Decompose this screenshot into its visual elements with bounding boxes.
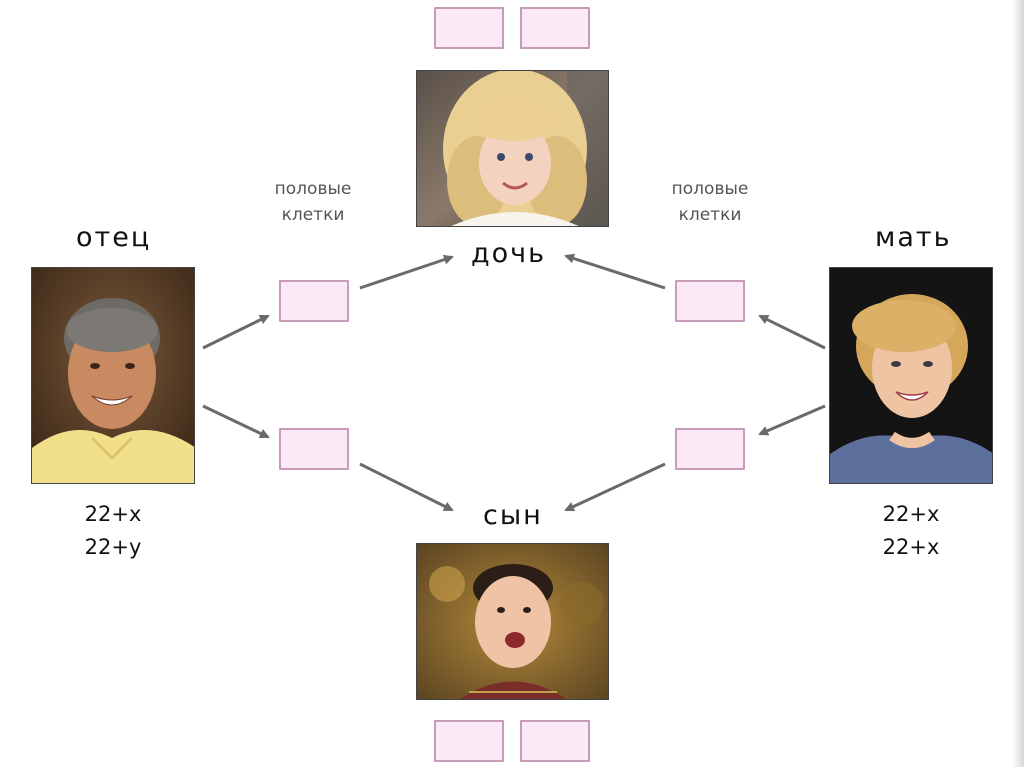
gametes-note-left: половые клетки [253, 176, 373, 228]
arrow-father-to-gamete-top [202, 314, 270, 350]
arrow-father-to-gamete-bottom [202, 404, 270, 439]
father-gamete-box-bottom [279, 428, 349, 470]
mother-karyotype: 22+x 22+x [856, 498, 966, 564]
father-karyotype: 22+x 22+y [58, 498, 168, 564]
arrow-gamete-to-son-right [564, 462, 666, 512]
father-karyotype-2: 22+y [84, 535, 142, 559]
father-label: отец [76, 222, 152, 253]
arrow-mother-to-gamete-bottom [758, 404, 826, 436]
son-photo [416, 543, 609, 700]
gametes-note-right: половые клетки [650, 176, 770, 228]
arrow-mother-to-gamete-top [758, 314, 826, 350]
father-gamete-box-top [279, 280, 349, 322]
daughter-chromosome-box-1 [434, 7, 504, 49]
gametes-note-right-line-1: половые [671, 179, 749, 199]
mother-karyotype-1: 22+x [882, 502, 940, 526]
arrow-gamete-to-son-left [359, 462, 454, 512]
son-chromosome-box-1 [434, 720, 504, 762]
page-edge [1012, 0, 1024, 767]
mother-photo [829, 267, 993, 484]
father-karyotype-1: 22+x [84, 502, 142, 526]
gametes-note-left-line-1: половые [274, 179, 352, 199]
arrow-gamete-to-daughter-left [359, 254, 454, 290]
daughter-photo [416, 70, 609, 227]
gametes-note-right-line-2: клетки [678, 205, 742, 225]
mother-label: мать [875, 222, 952, 253]
mother-gamete-box-bottom [675, 428, 745, 470]
mother-gamete-box-top [675, 280, 745, 322]
daughter-chromosome-box-2 [520, 7, 590, 49]
son-label: сын [483, 500, 543, 531]
arrow-gamete-to-daughter-right [564, 253, 666, 290]
gametes-note-left-line-2: клетки [281, 205, 345, 225]
mother-karyotype-2: 22+x [882, 535, 940, 559]
son-chromosome-box-2 [520, 720, 590, 762]
daughter-label: дочь [471, 238, 547, 269]
father-photo [31, 267, 195, 484]
